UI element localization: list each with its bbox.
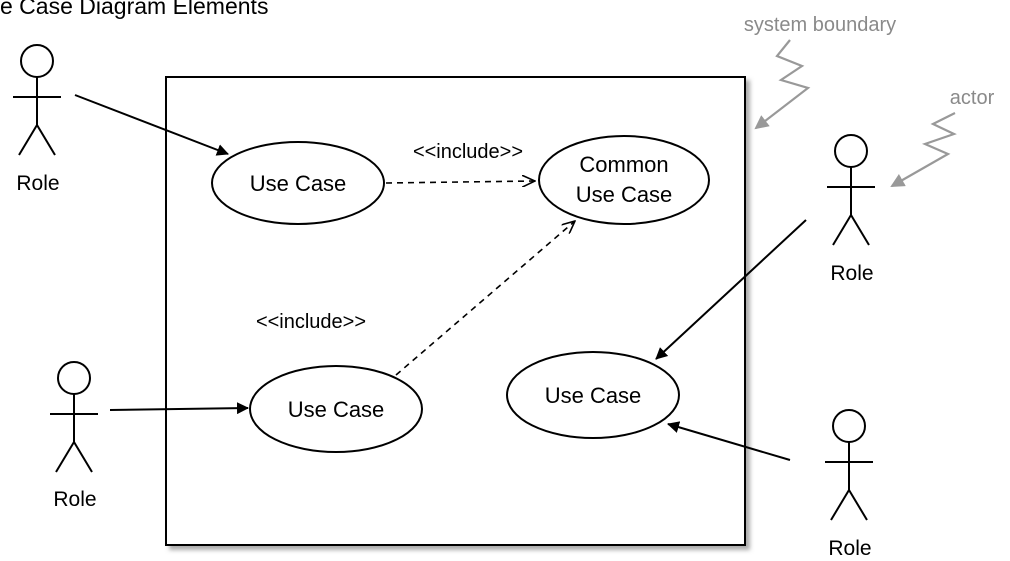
use-case-right[interactable]: Use Case xyxy=(506,351,680,439)
stick-figure-icon xyxy=(13,44,61,156)
use-case-bottom-left[interactable]: Use Case xyxy=(249,365,423,453)
actor-label: Role xyxy=(828,537,871,560)
stick-figure-icon xyxy=(50,361,98,473)
association-top-left xyxy=(74,94,229,156)
use-case-bottom-left-label: Use Case xyxy=(288,397,385,422)
diagram-title: e Case Diagram Elements xyxy=(0,0,268,19)
association-right-lower xyxy=(667,421,791,461)
association-right-upper xyxy=(655,219,807,360)
system-boundary-box xyxy=(165,76,746,546)
stick-figure-icon xyxy=(825,409,873,521)
annotation-actor: actor xyxy=(950,87,995,109)
use-case-common[interactable]: Common Use Case xyxy=(538,135,710,225)
annotation-arrow-system-boundary xyxy=(754,39,811,130)
actor-top-left[interactable]: Role xyxy=(13,44,61,195)
use-case-right-label: Use Case xyxy=(545,383,642,408)
association-bottom-left xyxy=(109,402,249,415)
include-arrow-top xyxy=(385,181,535,183)
use-case-common-label-line2: Use Case xyxy=(576,182,673,207)
actor-label: Role xyxy=(53,488,96,511)
actor-right-upper[interactable]: Role xyxy=(827,134,875,285)
actor-right-lower[interactable]: Role xyxy=(825,409,873,560)
include-stereotype-top: <<include>> xyxy=(413,141,523,163)
actor-label: Role xyxy=(16,172,59,195)
actor-bottom-left[interactable]: Role xyxy=(50,361,98,511)
annotation-arrow-actor xyxy=(890,112,957,187)
include-stereotype-left: <<include>> xyxy=(256,311,366,333)
use-case-top-label: Use Case xyxy=(250,171,347,196)
use-case-top[interactable]: Use Case xyxy=(211,141,385,225)
actor-label: Role xyxy=(830,262,873,285)
stick-figure-icon xyxy=(827,134,875,246)
annotation-system-boundary: system boundary xyxy=(744,14,896,36)
use-case-common-label-line1: Common xyxy=(579,152,668,177)
